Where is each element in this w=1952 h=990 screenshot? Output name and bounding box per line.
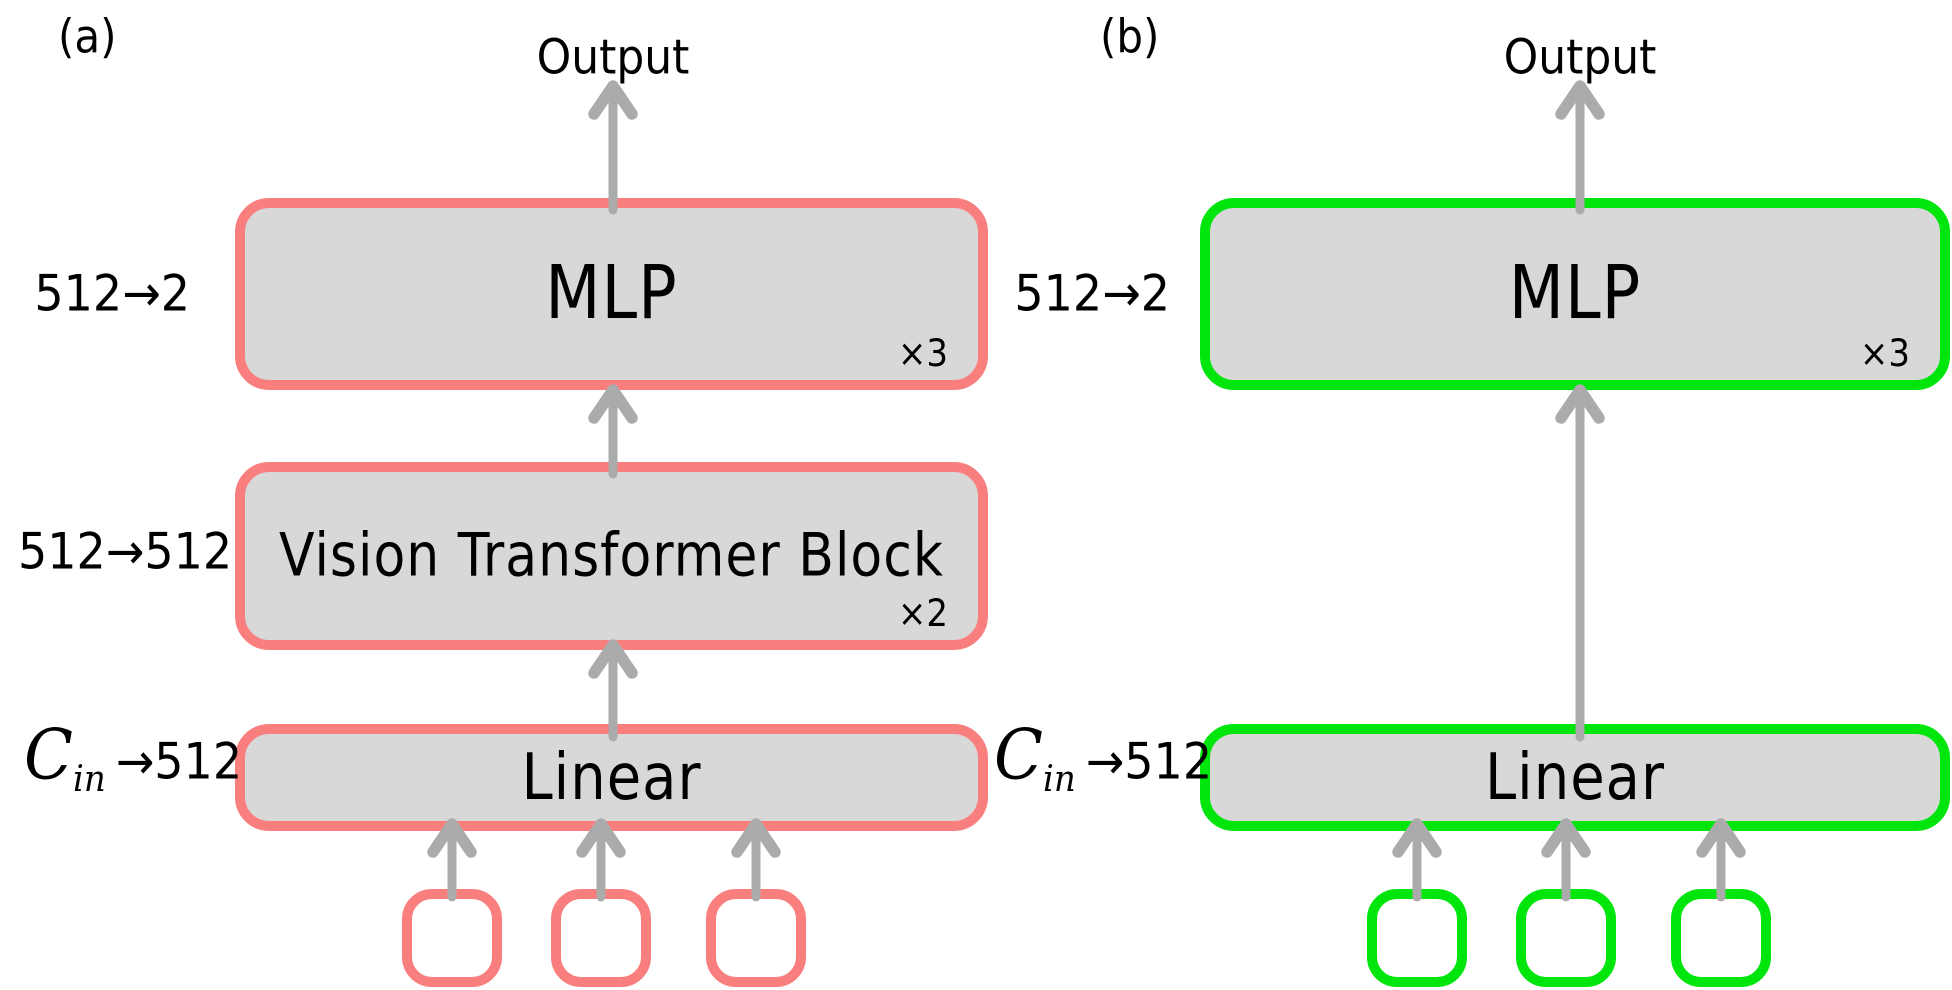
panel-b-output-label: Output [1503, 29, 1657, 86]
panel-b-input-token-3 [1671, 889, 1771, 987]
panel-a-vit-dims-label: 512→512 [18, 521, 233, 581]
panel-a-cin-subscript: in [72, 757, 106, 801]
panel-a-linear-label: Linear [521, 740, 702, 815]
panel-b-input-arrow-2 [1541, 818, 1591, 902]
panel-a-mlp-dims-label: 512→2 [34, 263, 190, 323]
panel-b-tag: (b) [1100, 9, 1160, 64]
panel-b-mlp-label: MLP [1508, 251, 1642, 337]
panel-a-input-token-1 [402, 889, 502, 987]
panel-b-mlp-dims-label: 512→2 [1014, 263, 1170, 323]
panel-b-linear-block: Linear [1200, 724, 1950, 831]
panel-a-tag: (a) [58, 9, 117, 64]
panel-b-linear-label: Linear [1484, 740, 1666, 815]
panel-b-mlp-block: MLP ×3 [1200, 198, 1950, 390]
panel-a-input-arrow-1 [427, 818, 477, 902]
panel-b-linear-dims-label: Cin→512 [994, 721, 1212, 801]
panel-a-input-arrow-3 [731, 818, 781, 902]
panel-a-mlp-repeat-badge: ×3 [897, 332, 948, 376]
panel-a-vit-repeat-badge: ×2 [897, 592, 948, 636]
panel-b-input-token-2 [1516, 889, 1616, 987]
panel-a-linear-dims-label: Cin→512 [24, 721, 242, 801]
panel-a-vit-block: Vision Transformer Block ×2 [235, 462, 988, 650]
panel-a-input-token-3 [706, 889, 806, 987]
panel-b-input-arrow-1 [1392, 818, 1442, 902]
panel-b-cin-rest: →512 [1085, 731, 1213, 791]
panel-b-input-arrow-3 [1696, 818, 1746, 902]
panel-b-cin-subscript: in [1042, 757, 1076, 801]
panel-a-linear-block: Linear [235, 724, 988, 831]
panel-a-vit-label: Vision Transformer Block [279, 521, 944, 591]
panel-a-cin-variable: C [24, 715, 73, 796]
panel-b-linear-to-mlp-arrow [1555, 384, 1605, 742]
panel-b-output-arrow [1555, 80, 1605, 215]
panel-a-mlp-label: MLP [545, 251, 678, 337]
panel-a-output-label: Output [536, 29, 690, 86]
panel-b-cin-variable: C [994, 715, 1043, 796]
panel-b-mlp-repeat-badge: ×3 [1859, 332, 1910, 376]
panel-a-cin-rest: →512 [115, 731, 243, 791]
panel-a-output-arrow [588, 80, 638, 215]
panel-a-input-arrow-2 [576, 818, 626, 902]
panel-a-input-token-2 [551, 889, 651, 987]
panel-a-mlp-block: MLP ×3 [235, 198, 988, 390]
panel-b-input-token-1 [1367, 889, 1467, 987]
